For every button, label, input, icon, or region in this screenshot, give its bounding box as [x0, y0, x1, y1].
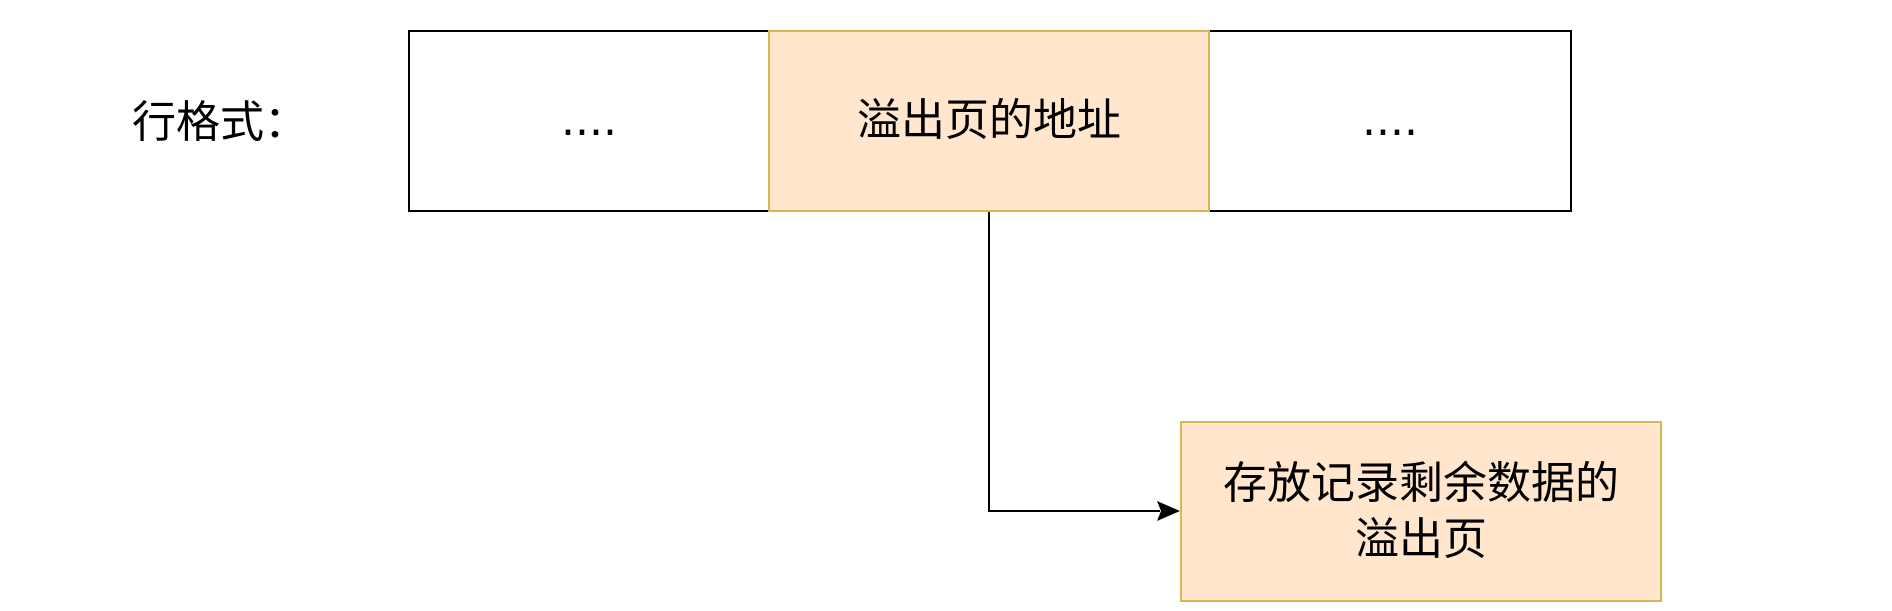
row-cell-ellipsis-right: .... — [1208, 30, 1572, 212]
row-cell-ellipsis-left: .... — [408, 30, 770, 212]
cell-text: .... — [561, 95, 617, 146]
row-cell-overflow-address: 溢出页的地址 — [768, 30, 1210, 212]
cell-text: .... — [1362, 95, 1418, 146]
overflow-page-text: 存放记录剩余数据的 溢出页 — [1223, 456, 1619, 568]
cell-text: 溢出页的地址 — [857, 95, 1121, 146]
overflow-page-line-2: 溢出页 — [1355, 513, 1487, 565]
connector-line — [988, 212, 1160, 512]
arrowhead-icon — [1157, 501, 1180, 521]
row-format-label: 行格式： — [132, 97, 308, 148]
overflow-page-line-1: 存放记录剩余数据的 — [1223, 457, 1619, 509]
overflow-page-box: 存放记录剩余数据的 溢出页 — [1180, 421, 1662, 602]
